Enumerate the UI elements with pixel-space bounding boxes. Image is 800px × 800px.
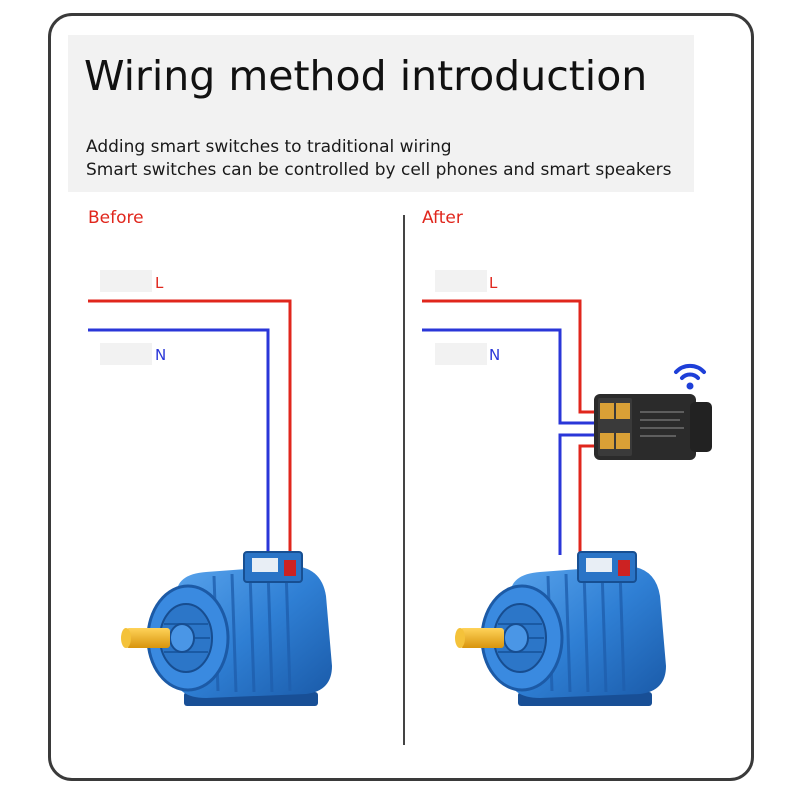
after-neutral-tag — [435, 343, 487, 365]
after-live-tag — [435, 270, 487, 292]
before-neutral-label: N — [155, 346, 167, 364]
after-neutral-in-wire — [422, 328, 596, 425]
after-motor-icon — [453, 550, 668, 708]
after-live-label: L — [489, 274, 498, 292]
after-wiring — [422, 299, 596, 555]
subtitle-line-2: Smart switches can be controlled by cell… — [86, 160, 672, 180]
after-neutral-out-wire — [558, 433, 596, 555]
before-wiring — [88, 299, 292, 555]
after-live-out-wire — [578, 444, 596, 555]
before-label: Before — [88, 208, 144, 228]
subtitle-line-1: Adding smart switches to traditional wir… — [86, 137, 452, 157]
section-divider — [403, 215, 405, 745]
before-live-wire — [88, 299, 292, 555]
header-panel — [68, 35, 694, 192]
before-live-label: L — [155, 274, 164, 292]
smart-switch-icon — [594, 394, 712, 460]
before-live-tag — [100, 270, 152, 292]
after-neutral-label: N — [489, 346, 501, 364]
after-label: After — [422, 208, 463, 228]
after-live-in-wire — [422, 299, 596, 414]
page-title: Wiring method introduction — [84, 52, 648, 100]
before-neutral-wire — [88, 328, 270, 555]
before-motor-icon — [119, 550, 334, 708]
before-neutral-tag — [100, 343, 152, 365]
wifi-icon — [674, 363, 706, 390]
